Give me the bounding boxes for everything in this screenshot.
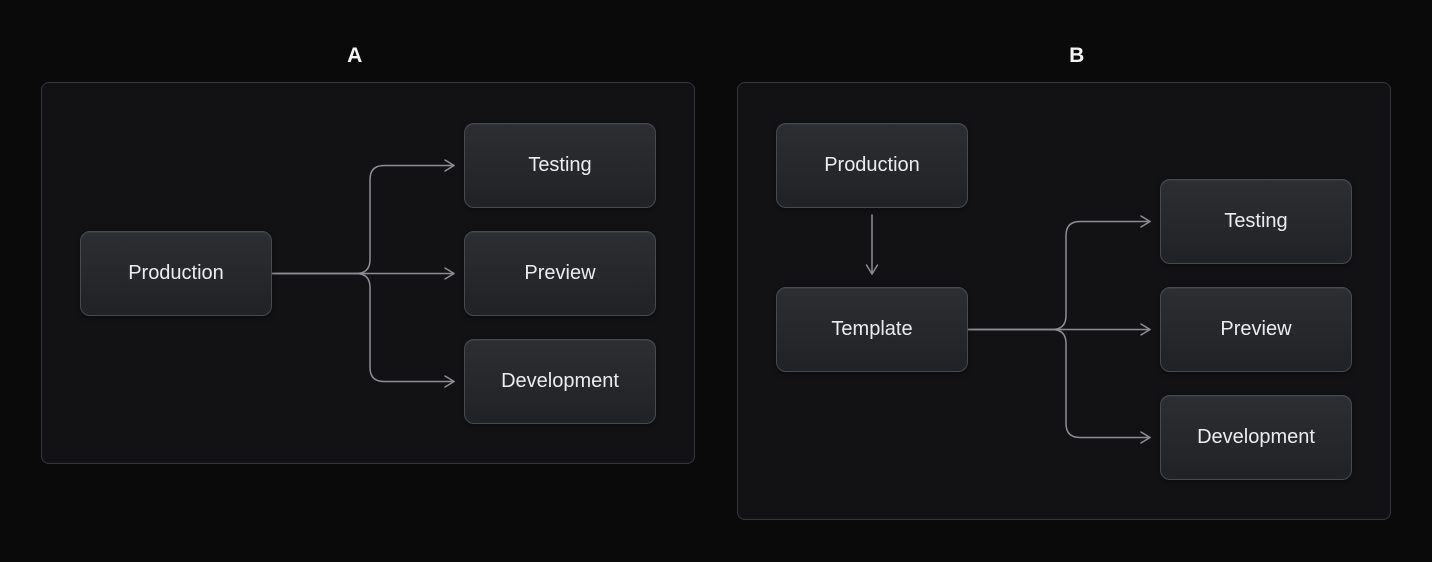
panel-b-label: B (1069, 44, 1085, 67)
node-a-testing: Testing (464, 123, 656, 208)
node-a-preview: Preview (464, 231, 656, 316)
node-b-development: Development (1160, 395, 1352, 480)
node-b-preview: Preview (1160, 287, 1352, 372)
node-a-development: Development (464, 339, 656, 424)
node-a-production: Production (80, 231, 272, 316)
node-b-testing: Testing (1160, 179, 1352, 264)
node-b-production: Production (776, 123, 968, 208)
panel-a-label: A (347, 44, 363, 67)
node-b-template: Template (776, 287, 968, 372)
